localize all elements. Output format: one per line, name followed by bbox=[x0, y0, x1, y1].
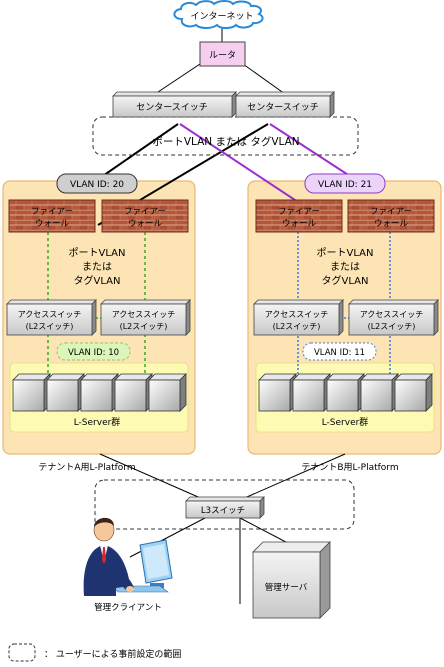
tenant-a-server-group-label: L-Server群 bbox=[74, 416, 121, 428]
tenant-b-vlan-mode: ポートVLAN または タグVLAN bbox=[306, 244, 384, 290]
svg-text:(L2スイッチ): (L2スイッチ) bbox=[26, 322, 74, 331]
tenant-a-firewall-1: ファイアー ウォール bbox=[8, 199, 96, 233]
tenant-b-vlan-id-bottom: VLAN ID: 11 bbox=[302, 342, 377, 361]
svg-text:VLAN ID: 21: VLAN ID: 21 bbox=[318, 180, 372, 190]
center-vlan-label: ポートVLAN または タグVLAN bbox=[152, 135, 299, 148]
tenant-b-access-switch-1: アクセススイッチ (L2スイッチ) bbox=[253, 299, 344, 336]
tenant-a-l-server-1 bbox=[12, 373, 51, 412]
admin-client-person-icon bbox=[83, 517, 173, 596]
l3-switch: L3スイッチ bbox=[185, 496, 265, 519]
admin-client-label: 管理クライアント bbox=[94, 602, 162, 613]
tenant-a-l-server-3 bbox=[80, 373, 119, 412]
svg-text:(L2スイッチ): (L2スイッチ) bbox=[368, 322, 416, 331]
tenant-b-l-server-5 bbox=[394, 373, 433, 412]
link-router-center-left bbox=[154, 63, 201, 95]
link-center-firewall-b2 bbox=[179, 123, 299, 203]
tenant-b-vlan-id-top: VLAN ID: 21 bbox=[304, 173, 386, 194]
tenant-a-platform-label: テナントA用L-Platform bbox=[38, 462, 135, 473]
tenant-b-l-server-1 bbox=[258, 373, 297, 412]
router-label: ルータ bbox=[209, 50, 236, 61]
svg-text:ウォール: ウォール bbox=[374, 219, 409, 229]
svg-text:アクセススイッチ: アクセススイッチ bbox=[18, 310, 82, 319]
center-switch-right-label: センタースイッチ bbox=[247, 102, 319, 113]
svg-text:ポートVLAN: ポートVLAN bbox=[69, 247, 126, 259]
svg-text:アクセススイッチ: アクセススイッチ bbox=[360, 310, 424, 319]
svg-text:アクセススイッチ: アクセススイッチ bbox=[265, 310, 329, 319]
svg-text:ファイアー: ファイアー bbox=[124, 207, 166, 217]
svg-text:ポートVLAN: ポートVLAN bbox=[317, 247, 374, 259]
svg-text:ファイアー: ファイアー bbox=[370, 207, 412, 217]
link-router-center-right bbox=[242, 63, 286, 95]
tenant-a-l-server-4 bbox=[114, 373, 153, 412]
tenant-b-firewall-2: ファイアー ウォール bbox=[347, 199, 435, 233]
center-switch-left-label: センタースイッチ bbox=[136, 102, 208, 113]
internet-label: インターネット bbox=[190, 11, 253, 22]
internet-cloud: インターネット bbox=[173, 0, 264, 29]
l3-config-region bbox=[94, 479, 355, 530]
svg-text:VLAN ID: 20: VLAN ID: 20 bbox=[70, 180, 124, 190]
admin-server: 管理サーバ bbox=[252, 541, 331, 619]
svg-text:ウォール: ウォール bbox=[128, 219, 163, 229]
tenant-b-firewall-1: ファイアー ウォール bbox=[255, 199, 343, 233]
center-switch-right: センタースイッチ bbox=[235, 91, 335, 118]
svg-text:(L2スイッチ): (L2スイッチ) bbox=[273, 322, 321, 331]
svg-text:または: または bbox=[330, 261, 360, 273]
svg-text:アクセススイッチ: アクセススイッチ bbox=[112, 310, 176, 319]
svg-text:L3スイッチ: L3スイッチ bbox=[201, 506, 245, 516]
tenant-a-vlan-id-bottom: VLAN ID: 10 bbox=[56, 342, 131, 361]
link-tenant-b-l3 bbox=[239, 453, 346, 501]
tenant-a-vlan-mode: ポートVLAN または タグVLAN bbox=[58, 244, 136, 290]
router: ルータ bbox=[199, 41, 246, 67]
legend-dashed-box bbox=[8, 643, 36, 662]
admin-server-label: 管理サーバ bbox=[265, 582, 308, 593]
svg-text:VLAN ID: 10: VLAN ID: 10 bbox=[68, 348, 119, 358]
svg-text:ウォール: ウォール bbox=[282, 219, 317, 229]
tenant-b-l-server-2 bbox=[292, 373, 331, 412]
tenant-a-l-server-5 bbox=[148, 373, 187, 412]
tenant-a-firewall-2: ファイアー ウォール bbox=[101, 199, 189, 233]
legend-text: ： ユーザーによる事前設定の範囲 bbox=[44, 648, 181, 660]
tenant-b-server-group-label: L-Server群 bbox=[322, 416, 369, 428]
tenant-a-servers bbox=[12, 373, 187, 412]
tenant-a-access-switch-2: アクセススイッチ (L2スイッチ) bbox=[100, 299, 191, 336]
svg-text:ウォール: ウォール bbox=[35, 219, 70, 229]
svg-text:(L2スイッチ): (L2スイッチ) bbox=[120, 322, 168, 331]
svg-text:ファイアー: ファイアー bbox=[31, 207, 73, 217]
tenant-a-vlan-id-top: VLAN ID: 20 bbox=[56, 173, 138, 194]
svg-text:ファイアー: ファイアー bbox=[278, 207, 320, 217]
svg-text:タグVLAN: タグVLAN bbox=[322, 274, 369, 287]
link-tenant-a-l3 bbox=[99, 453, 206, 501]
tenant-b-l-server-3 bbox=[326, 373, 365, 412]
center-switch-left: センタースイッチ bbox=[112, 91, 237, 118]
svg-text:タグVLAN: タグVLAN bbox=[74, 274, 121, 287]
link-center-firewall-a2 bbox=[96, 123, 179, 181]
tenant-b-platform-label: テナントB用L-Platform bbox=[301, 462, 398, 473]
svg-text:または: または bbox=[82, 261, 112, 273]
link-center-firewall-b1 bbox=[269, 123, 357, 181]
svg-text:VLAN ID: 11: VLAN ID: 11 bbox=[314, 348, 365, 358]
tenant-b-access-switch-2: アクセススイッチ (L2スイッチ) bbox=[348, 299, 439, 336]
tenant-a-access-switch-1: アクセススイッチ (L2スイッチ) bbox=[6, 299, 97, 336]
tenant-b-l-server-4 bbox=[360, 373, 399, 412]
tenant-a-l-server-2 bbox=[46, 373, 85, 412]
tenant-b-servers bbox=[258, 373, 433, 412]
